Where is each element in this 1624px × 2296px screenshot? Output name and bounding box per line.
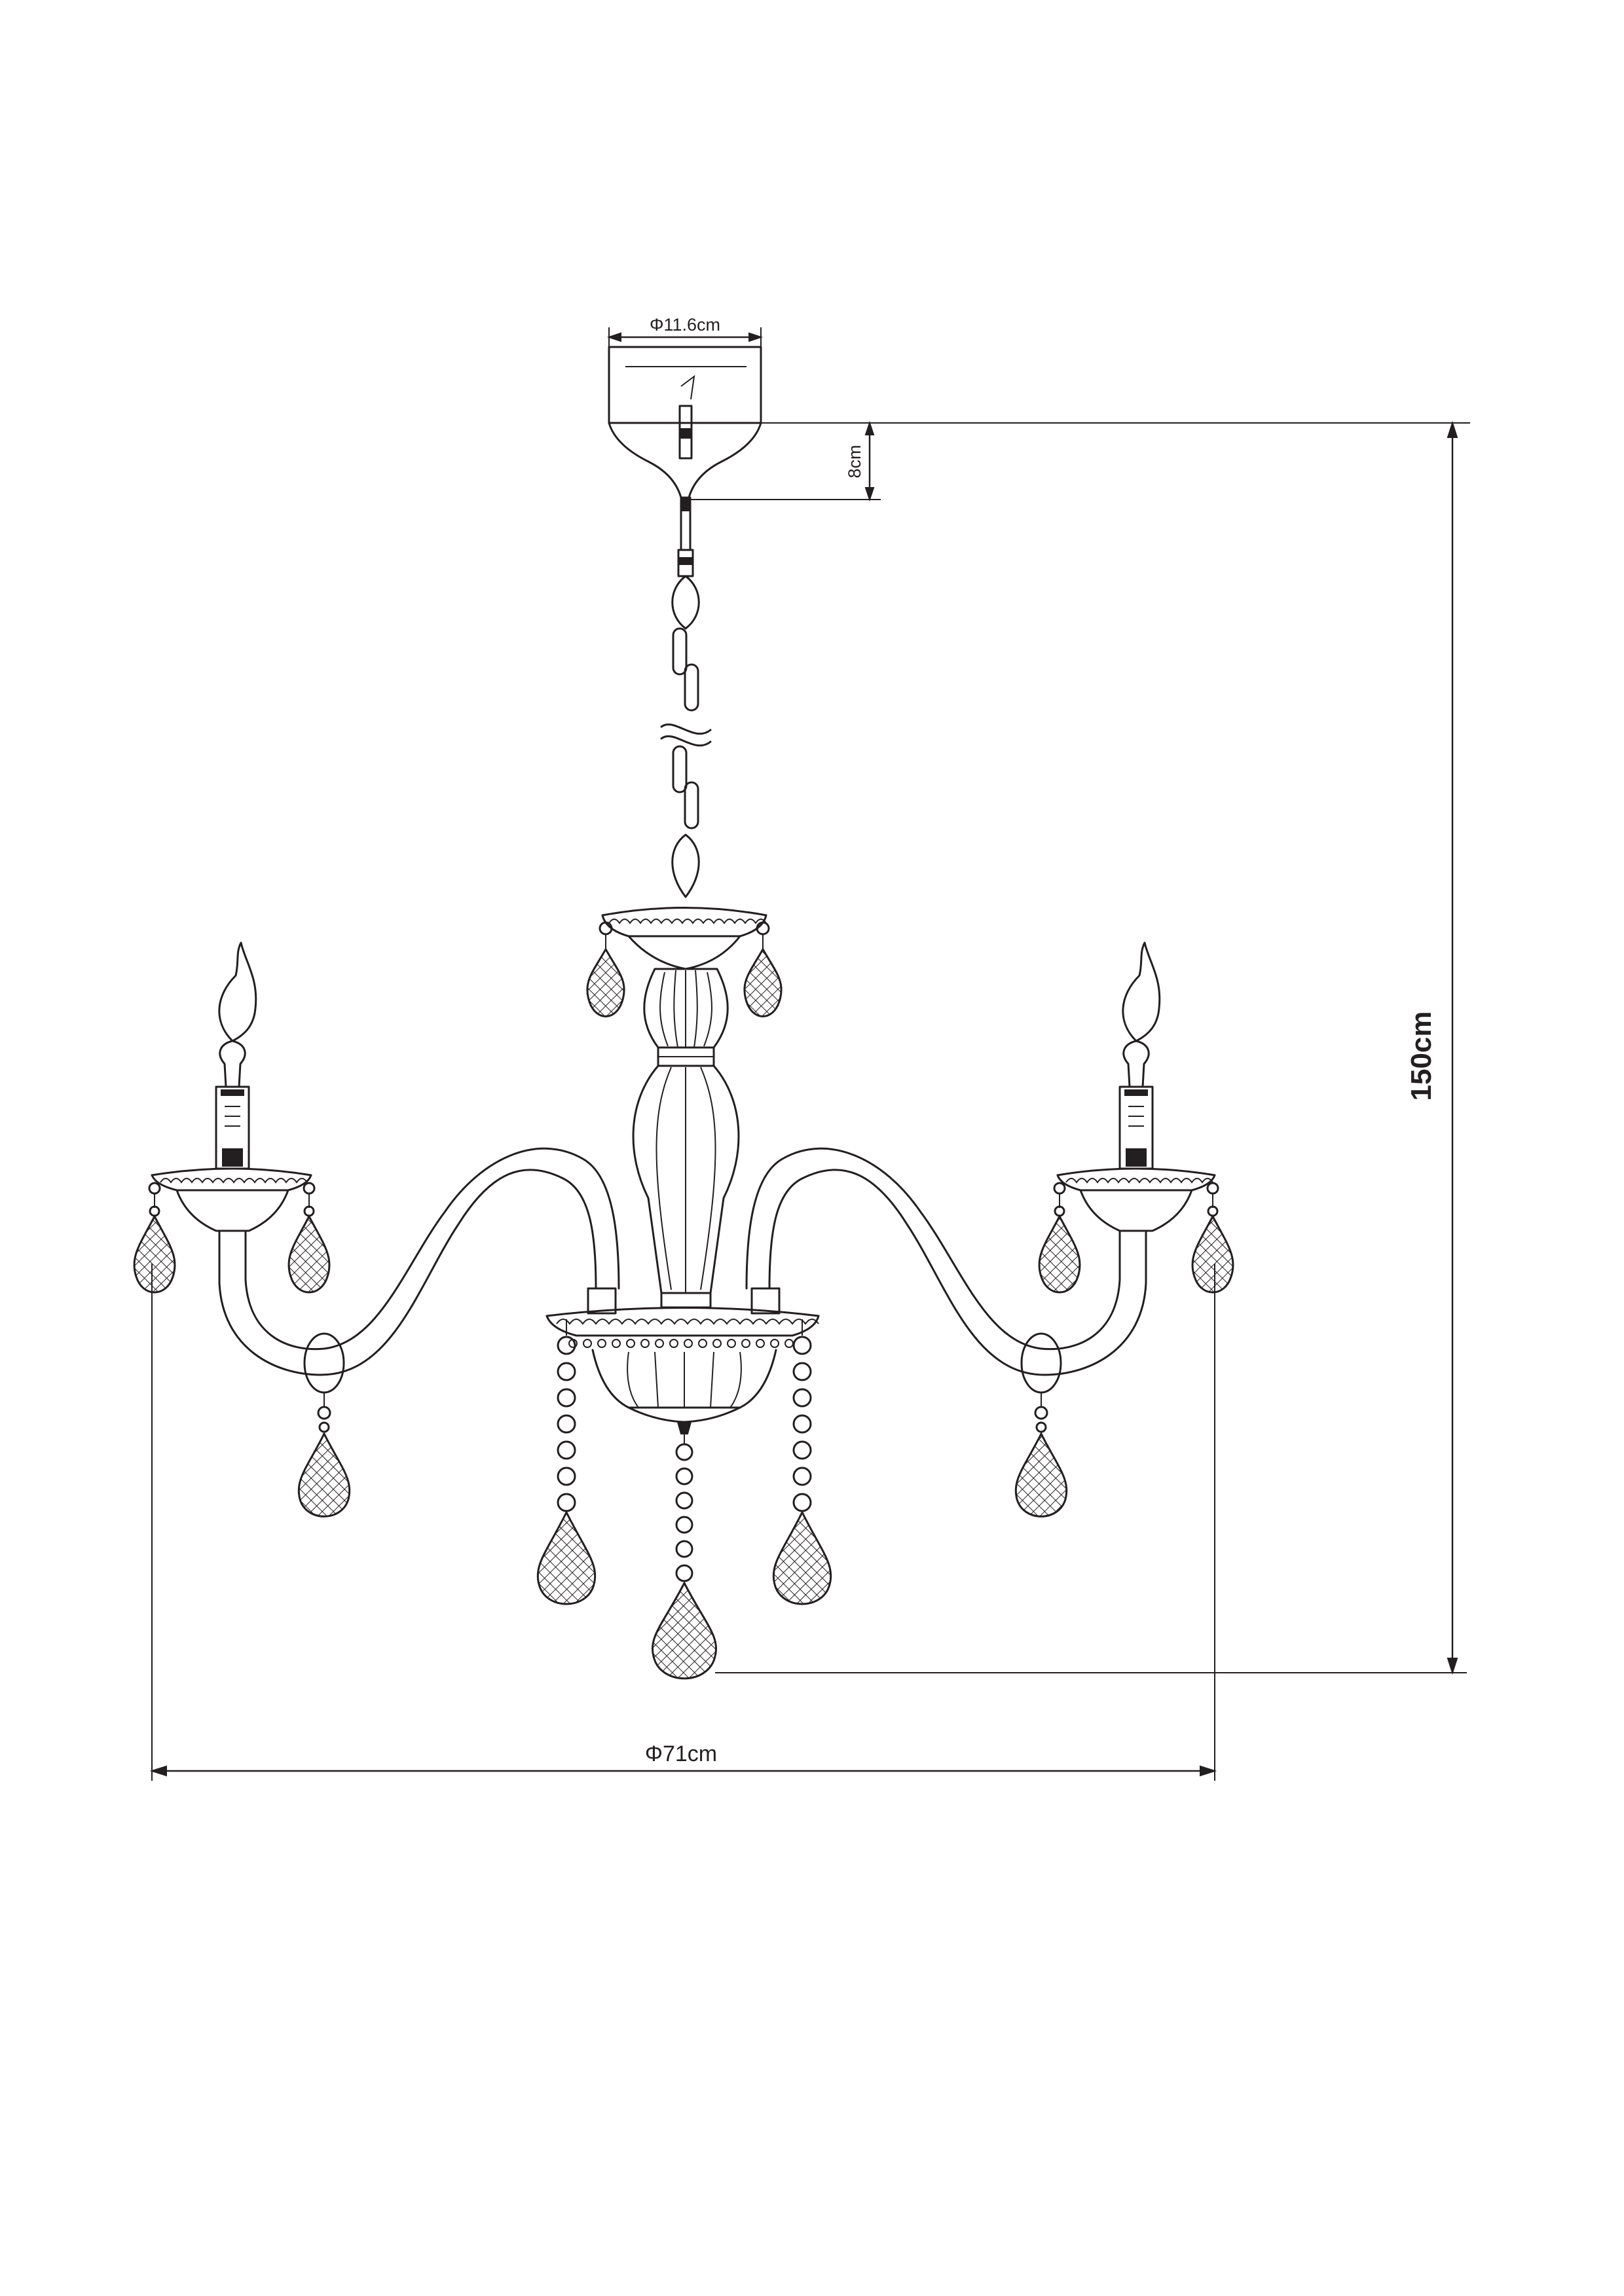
arm-drop-left [297, 1393, 351, 1518]
upper-crown-cup [599, 907, 770, 970]
candle-bulb-right [1118, 941, 1161, 1170]
upper-small-drop-left [586, 934, 625, 1017]
canopy-diameter-label: Φ11.6cm [650, 315, 720, 335]
total-height-dimension [715, 420, 1467, 1675]
arm-right [745, 1147, 1147, 1394]
cup-drop-right-outer [1191, 1194, 1234, 1294]
central-column [632, 968, 740, 1309]
cup-drop-left-inner [287, 1194, 331, 1294]
cup-drop-left-outer [133, 1194, 176, 1294]
canopy-height-dimension [689, 420, 1470, 502]
total-diameter-label: Φ71cm [645, 1741, 717, 1766]
candle-cup-right [1053, 1167, 1219, 1232]
cup-drop-right-inner [1038, 1194, 1081, 1294]
canopy-diameter-dimension [606, 327, 764, 347]
bead-strand-left [536, 1319, 597, 1605]
candle-bulb-left [215, 941, 257, 1170]
hanging-chain [660, 549, 712, 898]
ceiling-canopy [608, 346, 762, 551]
bead-strand-right [772, 1319, 832, 1605]
candle-cup-left [148, 1167, 316, 1232]
lower-bowl [545, 1287, 820, 1434]
total-height-label: 150cm [1405, 1011, 1437, 1101]
arm-left [218, 1147, 620, 1394]
canopy-height-label: 8cm [845, 445, 864, 478]
upper-small-drop-right [743, 934, 783, 1017]
total-diameter-dimension [149, 1264, 1217, 1781]
arm-drop-right [1014, 1393, 1068, 1518]
bead-strand-center [651, 1434, 718, 1680]
